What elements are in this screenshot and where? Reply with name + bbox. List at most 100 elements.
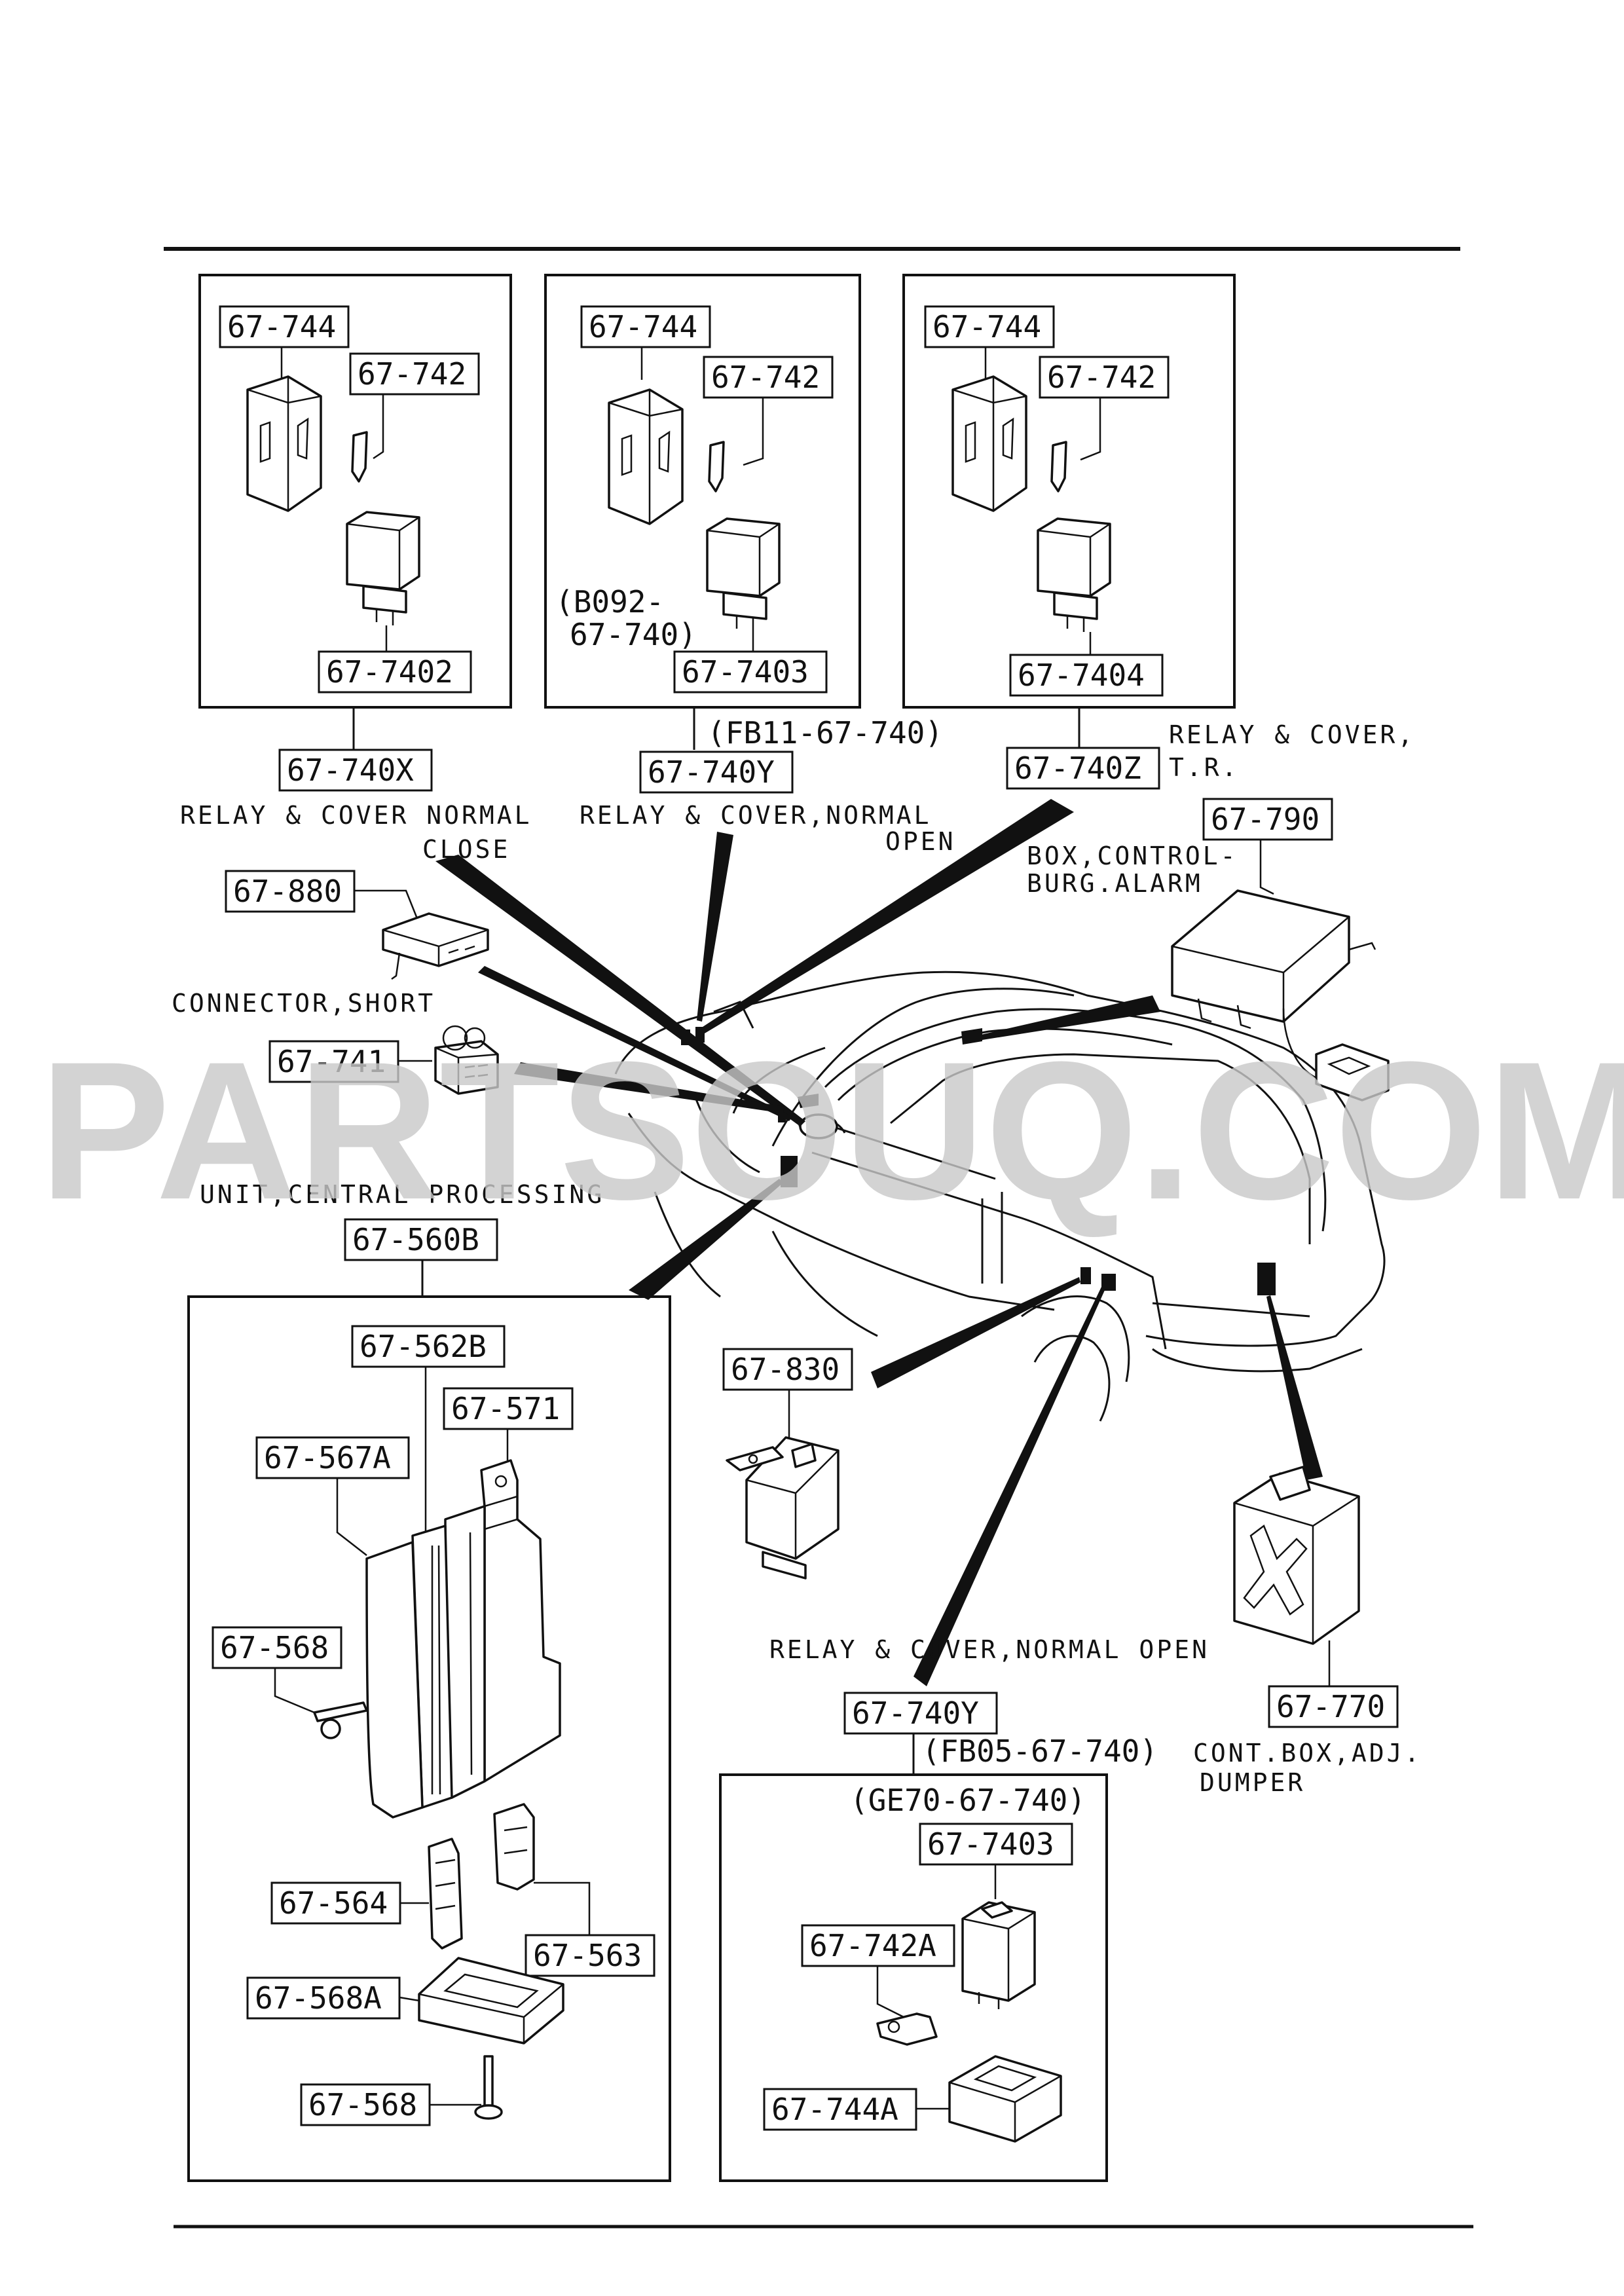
connector-part	[434, 1025, 499, 1095]
bracket-clip-b	[708, 441, 725, 492]
svg-text:67-742: 67-742	[358, 356, 466, 392]
part-label-67-742-c[interactable]: 67-742	[1039, 356, 1170, 399]
caption-damper-box-2: DUMPER	[1200, 1768, 1305, 1797]
relay-cover	[246, 375, 322, 512]
svg-text:67-742: 67-742	[711, 360, 820, 395]
svg-text:67-567A: 67-567A	[264, 1440, 391, 1475]
control-box-part	[1171, 889, 1390, 1102]
bracket-clip	[351, 431, 368, 483]
svg-text:67-563: 67-563	[533, 1938, 642, 1973]
part-label-67-7404[interactable]: 67-7404	[1009, 654, 1164, 697]
part-label-67-830[interactable]: 67-830	[722, 1348, 853, 1391]
note-67-740: 67-740)	[570, 617, 697, 652]
svg-text:67-744A: 67-744A	[771, 2092, 898, 2127]
callout-connector: 67-741	[268, 1025, 499, 1095]
part-label-67-744-b[interactable]: 67-744	[580, 305, 711, 348]
part-label-67-880[interactable]: 67-880	[225, 870, 356, 913]
tray-568A	[418, 1957, 564, 2045]
part-label-67-568A[interactable]: 67-568A	[246, 1976, 401, 2020]
svg-text:67-790: 67-790	[1211, 802, 1320, 837]
svg-text:67-7404: 67-7404	[1018, 657, 1145, 693]
svg-text:67-568: 67-568	[308, 2087, 417, 2122]
screw-b	[474, 2055, 503, 2120]
assembly-label-67-740X[interactable]: 67-740X	[278, 749, 433, 792]
caption-relay-tr-2: T.R.	[1169, 753, 1240, 782]
relay-block-b	[706, 517, 781, 632]
note-fb05: (FB05-67-740)	[922, 1733, 1158, 1769]
assembly-label-67-740Y-bottom[interactable]: 67-740Y	[843, 1692, 998, 1735]
part-label-67-744[interactable]: 67-744	[219, 305, 350, 348]
part-label-67-7403[interactable]: 67-7403	[673, 650, 828, 694]
svg-text:67-740Z: 67-740Z	[1014, 750, 1141, 786]
caption-bottom-relay: RELAY & COVER,NORMAL OPEN	[769, 1635, 1209, 1664]
part-label-67-7403-bottom[interactable]: 67-7403	[919, 1823, 1073, 1866]
panel-bottom-relay: RELAY & COVER,NORMAL OPEN 67-740Y (FB05-…	[719, 1635, 1209, 2182]
part-label-67-742-b[interactable]: 67-742	[703, 356, 834, 399]
assembly-label-67-560B[interactable]: 67-560B	[344, 1218, 498, 1261]
car-component-marks	[681, 1027, 1276, 1295]
panel-relay-tr: 67-744 67-742 67-7404 67-740Z	[902, 274, 1415, 790]
part-label-67-790[interactable]: 67-790	[1202, 798, 1333, 841]
svg-text:67-562B: 67-562B	[360, 1329, 487, 1364]
svg-text:67-7402: 67-7402	[326, 654, 453, 690]
svg-text:67-740X: 67-740X	[287, 752, 414, 788]
panel-relay-open: 67-744 67-742 (B092- 67-740) 67-7403	[544, 274, 956, 856]
svg-text:67-7403: 67-7403	[682, 654, 809, 690]
cover-744A	[948, 2055, 1062, 2143]
svg-text:67-740Y: 67-740Y	[852, 1695, 979, 1731]
assembly-label-67-740Y[interactable]: 67-740Y	[639, 750, 794, 794]
board-564	[428, 1838, 463, 1950]
note-ge70: (GE70-67-740)	[850, 1783, 1086, 1818]
panel-cpu-unit: UNIT,CENTRAL PROCESSING 67-560B 67-562B …	[187, 1180, 671, 2182]
part-label-67-564[interactable]: 67-564	[270, 1881, 401, 1925]
relay-7403-part	[961, 1901, 1036, 2009]
svg-text:67-7403: 67-7403	[927, 1826, 1054, 1862]
assembly-label-67-740Z[interactable]: 67-740Z	[1006, 747, 1160, 790]
caption-relay-close-2: CLOSE	[422, 835, 510, 864]
callout-relay: 67-830	[722, 1348, 853, 1580]
note-fb11: (FB11-67-740)	[707, 715, 943, 750]
part-label-67-7402[interactable]: 67-7402	[318, 650, 472, 694]
caption-control-box: BOX,CONTROL-	[1027, 842, 1238, 870]
caption-cpu-unit: UNIT,CENTRAL PROCESSING	[200, 1180, 604, 1209]
svg-text:67-564: 67-564	[279, 1885, 388, 1921]
board-563	[493, 1803, 535, 1891]
panel-relay-close: 67-744 67-742 67-7402 67-740X	[180, 274, 532, 864]
caption-relay-tr: RELAY & COVER,	[1169, 720, 1415, 749]
part-label-67-742[interactable]: 67-742	[349, 352, 480, 396]
bracket-742A	[876, 2012, 938, 2046]
part-label-67-744-c[interactable]: 67-744	[924, 305, 1055, 348]
damper-box-part	[1233, 1466, 1360, 1645]
part-label-67-568-b[interactable]: 67-568	[300, 2083, 431, 2126]
part-label-67-742A[interactable]: 67-742A	[801, 1924, 955, 1967]
part-label-67-571[interactable]: 67-571	[443, 1387, 574, 1430]
svg-text:67-770: 67-770	[1276, 1689, 1385, 1724]
relay-block	[346, 511, 420, 625]
part-label-67-744A[interactable]: 67-744A	[763, 2088, 917, 2131]
svg-text:67-830: 67-830	[731, 1352, 840, 1387]
relay-cover-c	[951, 375, 1027, 512]
svg-text:67-741: 67-741	[277, 1044, 386, 1079]
caption-relay-open: RELAY & COVER,NORMAL	[580, 801, 932, 830]
callout-control-box: 67-790 BOX,CONTROL- BURG.ALARM	[1027, 798, 1390, 1102]
svg-text:67-880: 67-880	[233, 874, 342, 909]
leader-wedges	[435, 799, 1323, 1686]
svg-text:67-740Y: 67-740Y	[648, 754, 775, 790]
svg-text:67-568A: 67-568A	[255, 1980, 382, 2016]
part-label-67-567A[interactable]: 67-567A	[255, 1436, 410, 1479]
caption-relay-open-2: OPEN	[885, 827, 956, 856]
caption-damper-box: CONT.BOX,ADJ.	[1193, 1739, 1422, 1768]
svg-text:67-742A: 67-742A	[809, 1928, 936, 1963]
part-label-67-568-a[interactable]: 67-568	[212, 1626, 342, 1669]
part-label-67-770[interactable]: 67-770	[1268, 1685, 1399, 1728]
svg-text:67-571: 67-571	[451, 1391, 560, 1426]
part-label-67-563[interactable]: 67-563	[525, 1934, 655, 1977]
svg-text:67-744: 67-744	[589, 309, 697, 344]
svg-text:67-742: 67-742	[1047, 360, 1156, 395]
svg-text:67-568: 67-568	[220, 1630, 329, 1665]
callout-damper-box: 67-770 CONT.BOX,ADJ. DUMPER	[1193, 1466, 1422, 1797]
part-label-67-562B[interactable]: 67-562B	[351, 1325, 506, 1368]
screw-a	[313, 1701, 368, 1739]
caption-relay-close: RELAY & COVER NORMAL	[180, 801, 532, 830]
